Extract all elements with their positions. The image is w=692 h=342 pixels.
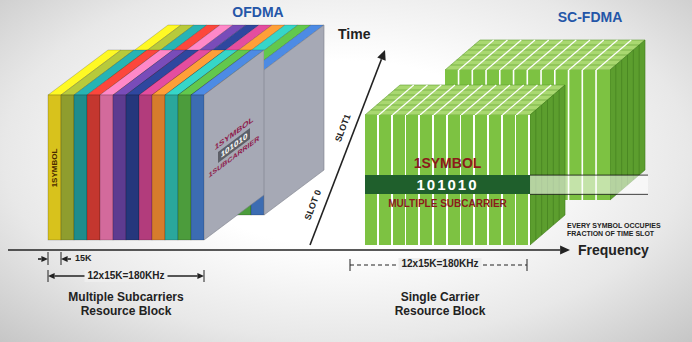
diagram-label: Frequency bbox=[578, 242, 649, 258]
subcarrier-stripe bbox=[583, 40, 618, 70]
subcarrier-stripe bbox=[448, 85, 483, 115]
subcarrier-face bbox=[165, 95, 178, 240]
diagram-label: OFDMA bbox=[232, 4, 283, 20]
diagram-label: SC-FDMA bbox=[558, 9, 623, 25]
subcarrier-face bbox=[139, 95, 152, 240]
face-shape bbox=[204, 50, 264, 240]
subcarrier-stripe bbox=[434, 85, 469, 115]
bracket-tick bbox=[48, 270, 49, 282]
diagram-label: EVERY SYMBOL OCCUPIES FRACTION OF TIME S… bbox=[567, 222, 667, 238]
subcarrier-stripe bbox=[569, 40, 604, 70]
ofdma-resource-block bbox=[48, 50, 264, 240]
face-text-area: 1SYMBOL1010101SUBCARRIER bbox=[204, 27, 264, 262]
subcarrier-stripe bbox=[475, 85, 510, 115]
diagram-label: 15K bbox=[75, 253, 92, 263]
subcarrier-face bbox=[74, 95, 87, 240]
subcarrier-stripe bbox=[473, 40, 508, 70]
resource-face: 1SYMBOL 101010MULTIPLE SUBCARRIER bbox=[365, 115, 530, 245]
diagram-label: 12x15K=180KHz bbox=[399, 258, 482, 270]
symbol-layer bbox=[553, 95, 554, 225]
subcarrier-stripe bbox=[393, 85, 428, 115]
symbol-layer bbox=[559, 90, 560, 220]
face-text: 101010 bbox=[365, 175, 530, 194]
frequency-axis bbox=[8, 249, 560, 251]
subcarrier-stripe bbox=[489, 85, 524, 115]
subcarrier-stripe bbox=[379, 85, 414, 115]
spacing-arrow-head bbox=[61, 256, 68, 262]
diagram-label: Time bbox=[338, 26, 370, 42]
block-side bbox=[530, 85, 565, 245]
subcarrier-stripe bbox=[500, 40, 535, 70]
subcarrier-face bbox=[178, 95, 191, 240]
spacing-arrow-head bbox=[41, 256, 48, 262]
symbol-band-extension bbox=[530, 175, 648, 194]
diagram-label: Multiple Subcarriers Resource Block bbox=[51, 291, 201, 319]
bandwidth-bracket-head bbox=[48, 273, 55, 279]
symbol-layer bbox=[627, 55, 628, 185]
subcarrier-stripe bbox=[555, 40, 590, 70]
subcarrier-stripe bbox=[461, 85, 496, 115]
subcarrier-face bbox=[48, 95, 61, 240]
subcarrier-face bbox=[61, 95, 74, 240]
symbol-layer bbox=[639, 45, 640, 175]
diagram-label: 12x15K=180KHz bbox=[85, 270, 168, 282]
subcarrier-face bbox=[191, 95, 204, 240]
symbol-layer bbox=[541, 105, 542, 235]
bandwidth-bracket-head bbox=[197, 273, 204, 279]
subcarrier-face bbox=[126, 95, 139, 240]
time-axis-head bbox=[377, 50, 385, 61]
symbol-layer bbox=[621, 60, 622, 190]
face-text: MULTIPLE SUBCARRIER bbox=[388, 198, 507, 210]
subcarrier-face bbox=[152, 95, 165, 240]
face-text-area: 1SYMBOL 101010MULTIPLE SUBCARRIER bbox=[365, 115, 530, 245]
bracket-tick bbox=[527, 259, 528, 271]
spacing-tick bbox=[61, 252, 62, 265]
face-text: 1SYMBOL bbox=[414, 155, 482, 171]
diagram-label: 1SYMBOL bbox=[50, 148, 59, 187]
symbol-band-line bbox=[530, 194, 648, 195]
diagram-label: Single Carrier Resource Block bbox=[375, 291, 505, 319]
subcarrier-stripe bbox=[420, 85, 455, 115]
subcarrier-stripe bbox=[541, 40, 576, 70]
symbol-band-line bbox=[530, 175, 648, 176]
bracket-tick bbox=[350, 259, 351, 271]
symbol-layer bbox=[547, 100, 548, 230]
symbol-layer bbox=[633, 50, 634, 180]
frequency-axis-head bbox=[560, 246, 570, 255]
spacing-arrow bbox=[38, 258, 41, 260]
spacing-tick bbox=[48, 252, 49, 265]
subcarrier-stripe bbox=[503, 85, 538, 115]
subcarrier-face bbox=[87, 95, 100, 240]
subcarrier-face bbox=[100, 95, 113, 240]
subcarrier-stripe bbox=[486, 40, 521, 70]
subcarrier-stripe bbox=[406, 85, 441, 115]
block-side bbox=[264, 25, 324, 215]
subcarrier-stripe bbox=[459, 40, 494, 70]
subcarrier-stripe bbox=[514, 40, 549, 70]
subcarrier-stripe bbox=[528, 40, 563, 70]
subcarrier-face bbox=[113, 95, 126, 240]
bracket-tick bbox=[204, 270, 205, 282]
resource-face: 1SYMBOL1010101SUBCARRIER bbox=[204, 50, 264, 240]
scfdma-resource-block bbox=[365, 85, 565, 245]
spacing-arrow bbox=[68, 258, 71, 260]
